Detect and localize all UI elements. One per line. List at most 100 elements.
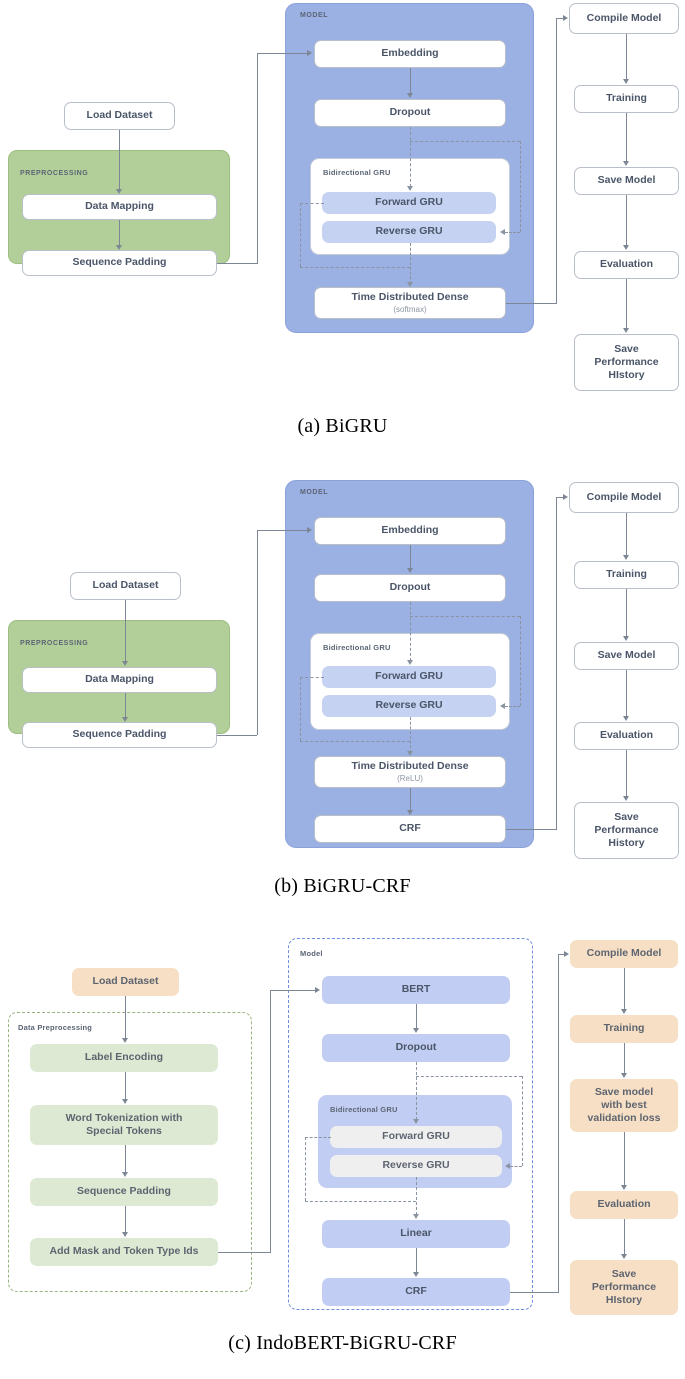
word-tokenization-c[interactable]: Word Tokenization with Special Tokens — [30, 1105, 218, 1145]
arrow-into-embedding-a — [307, 50, 312, 56]
load-dataset-c[interactable]: Load Dataset — [72, 968, 179, 996]
connector-savebest-to-eval-c — [624, 1132, 625, 1185]
load-dataset-b[interactable]: Load Dataset — [70, 572, 181, 600]
model-container-c — [288, 938, 533, 1310]
model-label-a: MODEL — [300, 12, 329, 19]
dropout-a[interactable]: Dropout — [314, 99, 506, 127]
training-a[interactable]: Training — [574, 85, 679, 113]
dashed-dropout-right-c — [416, 1076, 522, 1077]
preprocessing-label-b: PREPROCESSING — [20, 640, 89, 647]
bidirectional-gru-label-b: Bidirectional GRU — [323, 643, 391, 652]
arrow-into-compile-b — [563, 494, 568, 500]
forward-gru-a[interactable]: Forward GRU — [322, 192, 496, 214]
connector-training-to-save-a — [626, 113, 627, 161]
arrow-training-to-save-a — [623, 161, 629, 166]
connector-into-compile-c — [558, 954, 565, 955]
compile-model-b[interactable]: Compile Model — [569, 482, 679, 513]
connector-label-to-token-c — [125, 1072, 126, 1100]
panel-indobert-bigru-crf: Data Preprocessing Model Bidirectional G… — [0, 920, 685, 1379]
caption-b: (b) BiGRU-CRF — [274, 875, 411, 897]
sequence-padding-a[interactable]: Sequence Padding — [22, 250, 217, 276]
save-model-b[interactable]: Save Model — [574, 642, 679, 670]
dashed-dropout-right-a — [410, 141, 520, 142]
evaluation-c[interactable]: Evaluation — [570, 1191, 678, 1219]
arrow-bert-to-dropout-c — [413, 1028, 419, 1033]
connector-padding-right-b — [217, 735, 257, 736]
save-model-a[interactable]: Save Model — [574, 167, 679, 195]
time-distributed-dense-a[interactable]: Time Distributed Dense (softmax) — [314, 287, 506, 319]
connector-into-bert-c — [270, 990, 316, 991]
bidirectional-gru-label-c: Bidirectional GRU — [330, 1105, 398, 1114]
dropout-c[interactable]: Dropout — [322, 1034, 510, 1062]
arrow-compile-to-training-b — [623, 555, 629, 560]
compile-model-a[interactable]: Compile Model — [569, 3, 679, 34]
tdd-activation-b: (ReLU) — [397, 774, 423, 784]
dashed-into-reverse-c — [510, 1166, 522, 1167]
connector-mask-up-c — [270, 990, 271, 1253]
connector-save-to-eval-a — [626, 195, 627, 245]
crf-b[interactable]: CRF — [314, 815, 506, 843]
forward-gru-b[interactable]: Forward GRU — [322, 666, 496, 688]
evaluation-a[interactable]: Evaluation — [574, 251, 679, 279]
save-performance-history-b[interactable]: Save Performance History — [574, 802, 679, 859]
arrow-training-to-save-b — [623, 636, 629, 641]
arrow-into-embedding-b — [307, 527, 312, 533]
arrow-linear-to-crf-c — [413, 1272, 419, 1277]
panel-bigru-crf: PREPROCESSING MODEL Bidirectional GRU Lo… — [0, 460, 685, 920]
reverse-gru-c[interactable]: Reverse GRU — [330, 1155, 502, 1177]
connector-crf-right-c — [510, 1292, 558, 1293]
arrow-eval-to-history-c — [621, 1254, 627, 1259]
linear-c[interactable]: Linear — [322, 1220, 510, 1248]
save-performance-history-a[interactable]: Save Performance HIstory — [574, 334, 679, 391]
crf-c[interactable]: CRF — [322, 1278, 510, 1306]
arrow-embedding-to-dropout-b — [407, 568, 413, 573]
dashed-center-to-linear-c — [416, 1177, 417, 1215]
caption-a: (a) BiGRU — [297, 415, 388, 437]
arrow-eval-to-history-b — [623, 796, 629, 801]
arrow-padding-to-mask-c — [122, 1232, 128, 1237]
forward-gru-c[interactable]: Forward GRU — [330, 1126, 502, 1148]
connector-token-to-padding-c — [125, 1145, 126, 1173]
dashed-dropout-down-c — [416, 1062, 417, 1120]
training-c[interactable]: Training — [570, 1015, 678, 1043]
caption-c: (c) IndoBERT-BiGRU-CRF — [228, 1332, 457, 1354]
training-b[interactable]: Training — [574, 561, 679, 589]
connector-into-compile-a — [556, 18, 564, 19]
bert-c[interactable]: BERT — [322, 976, 510, 1004]
sequence-padding-c[interactable]: Sequence Padding — [30, 1178, 218, 1206]
connector-compile-to-training-c — [624, 968, 625, 1009]
connector-padding-up-a — [257, 53, 258, 264]
panel-bigru: PREPROCESSING MODEL Bidirectional GRU Lo… — [0, 0, 685, 460]
evaluation-b[interactable]: Evaluation — [574, 722, 679, 750]
reverse-gru-a[interactable]: Reverse GRU — [322, 221, 496, 243]
embedding-b[interactable]: Embedding — [314, 517, 506, 545]
label-encoding-c[interactable]: Label Encoding — [30, 1044, 218, 1072]
connector-load-to-label-c — [125, 996, 126, 1039]
arrow-token-to-padding-c — [122, 1172, 128, 1177]
reverse-gru-b[interactable]: Reverse GRU — [322, 695, 496, 717]
arrow-savebest-to-eval-c — [621, 1185, 627, 1190]
preprocessing-label-a: PREPROCESSING — [20, 170, 89, 177]
dropout-b[interactable]: Dropout — [314, 574, 506, 602]
connector-linear-to-crf-c — [416, 1248, 417, 1272]
connector-dense-to-crf-b — [410, 788, 411, 811]
dashed-right-down-b — [520, 616, 521, 706]
data-mapping-b[interactable]: Data Mapping — [22, 667, 217, 693]
sequence-padding-b[interactable]: Sequence Padding — [22, 722, 217, 748]
embedding-a[interactable]: Embedding — [314, 40, 506, 68]
time-distributed-dense-b[interactable]: Time Distributed Dense (ReLU) — [314, 756, 506, 788]
connector-load-to-mapping-a — [119, 130, 120, 190]
add-mask-token-type-ids-c[interactable]: Add Mask and Token Type Ids — [30, 1238, 218, 1266]
save-best-model-c[interactable]: Save model with best validation loss — [570, 1079, 678, 1132]
connector-embedding-to-dropout-a — [410, 68, 411, 94]
arrow-training-to-savebest-c — [621, 1073, 627, 1078]
connector-crf-right-b — [506, 829, 556, 830]
connector-training-to-savebest-c — [624, 1043, 625, 1073]
compile-model-c[interactable]: Compile Model — [570, 940, 678, 968]
save-performance-history-c[interactable]: Save Performance HIstory — [570, 1260, 678, 1315]
data-mapping-a[interactable]: Data Mapping — [22, 194, 217, 220]
arrow-label-to-token-c — [122, 1099, 128, 1104]
dashed-left-to-center-b — [300, 741, 410, 742]
load-dataset-a[interactable]: Load Dataset — [64, 102, 175, 130]
arrow-eval-to-history-a — [623, 328, 629, 333]
